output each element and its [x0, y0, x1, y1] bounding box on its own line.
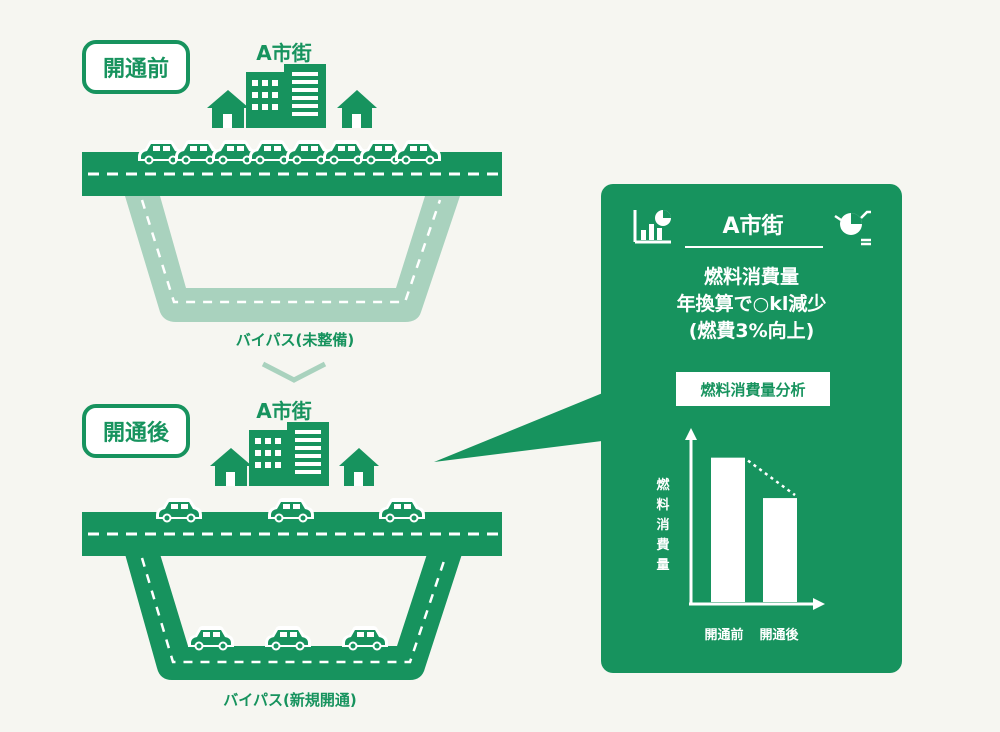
panel-headline-line-3: (燃費3%向上) [688, 320, 815, 342]
before-badge: 開通前 [82, 40, 190, 94]
car-icon [188, 626, 234, 651]
chart-y-arrowhead [685, 428, 697, 440]
house-icon [210, 448, 252, 486]
building-icon [246, 64, 326, 128]
car-icon [138, 140, 184, 165]
car-icon [212, 140, 258, 165]
analysis-panel: A市街 燃料消費量 年換算で○kl減少 (燃費3%向上) 燃料消費量分析 燃料消… [601, 184, 902, 673]
car-icon [175, 140, 221, 165]
chevron-down-icon [261, 361, 327, 383]
before-city-buildings [207, 64, 377, 128]
panel-title-underline [685, 246, 823, 248]
chart-ylabel: 燃料消費量 [656, 478, 670, 573]
panel-title: A市街 [722, 214, 784, 239]
before-traffic-jam [138, 140, 441, 165]
panel-headline-line-1: 燃料消費量 [703, 266, 799, 288]
house-icon [339, 448, 379, 486]
after-bypass-label: バイパス(新規開通) [223, 691, 357, 709]
bar-chart-icon [633, 210, 671, 244]
chart-x-arrowhead [813, 598, 825, 610]
panel-headline-line-2: 年換算で○kl減少 [676, 293, 827, 315]
car-icon [395, 140, 441, 165]
chart-tick-label-0: 開通前 [704, 628, 744, 643]
after-bypass-road [125, 554, 462, 680]
after-city-label: A市街 [256, 399, 312, 423]
fuel-chart [685, 428, 825, 610]
callout-pointer [434, 390, 610, 462]
chart-bar-0 [711, 457, 745, 602]
car-icon [156, 498, 202, 523]
car-icon [286, 140, 332, 165]
car-icon [379, 498, 425, 523]
chart-bar-1 [763, 498, 797, 602]
chart-tick-label-1: 開通後 [759, 628, 799, 643]
after-city-buildings [210, 422, 379, 486]
house-icon [207, 90, 249, 128]
pie-chart-icon [834, 210, 871, 246]
after-badge: 開通後 [82, 404, 190, 458]
analysis-label-box: 燃料消費量分析 [676, 372, 830, 406]
chart-trend-line [747, 459, 796, 497]
car-icon [342, 626, 388, 651]
after-main-road [82, 512, 502, 556]
building-icon [249, 422, 329, 486]
car-icon [323, 140, 369, 165]
car-icon [265, 626, 311, 651]
car-icon [268, 498, 314, 523]
before-bypass-label: バイパス(未整備) [235, 331, 355, 349]
house-icon [337, 90, 377, 128]
before-bypass-road [125, 196, 460, 322]
after-traffic [156, 498, 425, 651]
before-city-label: A市街 [256, 41, 312, 65]
